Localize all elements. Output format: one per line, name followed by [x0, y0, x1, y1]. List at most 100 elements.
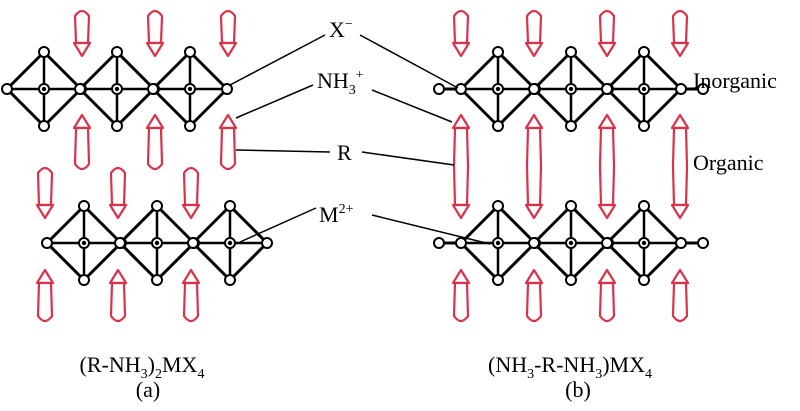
- organic-molecule: [670, 9, 690, 58]
- octahedron: [45, 204, 123, 282]
- halide-atom: [565, 200, 577, 212]
- halide-atom: [697, 83, 709, 95]
- octahedron: [459, 50, 537, 128]
- alkyl-chain: [452, 126, 470, 207]
- halide-atom: [601, 237, 613, 249]
- organic-molecule: [524, 9, 544, 58]
- halide-atom: [114, 237, 126, 249]
- halide-atom: [492, 46, 504, 58]
- ammonium-head: [72, 113, 92, 130]
- ammonium-head: [451, 268, 471, 285]
- alkyl-chain: [146, 126, 164, 171]
- octahedron: [605, 50, 683, 128]
- halide-atom: [151, 200, 163, 212]
- halide-atom: [151, 274, 163, 286]
- metal-atom-core: [41, 86, 47, 92]
- ammonium-head: [524, 268, 544, 285]
- halide-atom: [111, 46, 123, 58]
- halide-atom: [41, 237, 53, 249]
- label-ammonium: NH3+: [317, 68, 364, 98]
- label-r-group: R: [337, 140, 352, 165]
- ammonium-head: [597, 203, 617, 220]
- halide-atom: [565, 120, 577, 132]
- ammonium-head: [35, 268, 55, 285]
- halide-atom: [38, 46, 50, 58]
- halide-atom: [224, 200, 236, 212]
- halide-atom: [492, 120, 504, 132]
- halide-atom: [147, 83, 159, 95]
- formula-b: (NH3-R-NH3)MX4: [488, 352, 652, 382]
- alkyl-chain: [182, 281, 200, 323]
- diammonium-molecule: [670, 113, 690, 220]
- alkyl-chain: [219, 126, 237, 171]
- ammonium-head: [670, 268, 690, 285]
- halide-atom: [638, 200, 650, 212]
- organic-molecule: [597, 9, 617, 58]
- metal-atom-core: [154, 240, 160, 246]
- metal-atom-core: [81, 240, 87, 246]
- ammonium-head: [670, 203, 690, 220]
- halide-atom: [74, 83, 86, 95]
- organic-molecules: [35, 9, 690, 323]
- pointer-line: [361, 151, 455, 166]
- halide-atom: [675, 237, 687, 249]
- halide-atom: [184, 46, 196, 58]
- alkyl-chain: [182, 166, 200, 207]
- organic-molecule: [181, 268, 201, 323]
- organic-molecule: [597, 268, 617, 323]
- pointer-line: [239, 207, 317, 243]
- ammonium-head: [181, 203, 201, 220]
- label-pointer-lines: [229, 34, 491, 245]
- ammonium-head: [181, 268, 201, 285]
- ammonium-head: [35, 203, 55, 220]
- alkyl-chain: [671, 126, 689, 207]
- octahedron: [151, 50, 229, 128]
- tag-b: (b): [565, 377, 591, 402]
- label-organic: Organic: [693, 150, 764, 175]
- metal-atom-core: [495, 86, 501, 92]
- halide-atom: [433, 237, 445, 249]
- organic-molecule: [145, 9, 165, 58]
- halide-atom: [565, 274, 577, 286]
- alkyl-chain: [109, 166, 127, 207]
- organic-molecule: [35, 268, 55, 323]
- halide-atom: [492, 200, 504, 212]
- ammonium-head: [524, 41, 544, 58]
- ammonium-head: [597, 113, 617, 130]
- organic-molecule: [670, 268, 690, 323]
- pointer-line: [235, 84, 314, 119]
- alkyl-chain: [36, 281, 54, 323]
- diammonium-molecule: [524, 113, 544, 220]
- halide-atom: [565, 46, 577, 58]
- halide-atom: [675, 83, 687, 95]
- halide-atom: [528, 83, 540, 95]
- ammonium-head: [670, 113, 690, 130]
- ammonium-head: [451, 41, 471, 58]
- diammonium-molecule: [597, 113, 617, 220]
- organic-molecule: [72, 113, 92, 171]
- organic-molecule: [108, 166, 128, 220]
- alkyl-chain: [73, 9, 91, 45]
- ammonium-head: [218, 113, 238, 130]
- halide-atom: [184, 120, 196, 132]
- halide-atom: [433, 83, 445, 95]
- organic-molecule: [72, 9, 92, 58]
- organic-molecule: [35, 166, 55, 220]
- ammonium-head: [451, 113, 471, 130]
- ammonium-head: [108, 268, 128, 285]
- alkyl-chain: [671, 9, 689, 45]
- octahedron: [118, 204, 196, 282]
- organic-molecule: [108, 268, 128, 323]
- halide-atom: [528, 237, 540, 249]
- alkyl-chain: [73, 126, 91, 171]
- halide-atom: [78, 274, 90, 286]
- metal-atom-core: [568, 86, 574, 92]
- pointer-line: [371, 89, 453, 123]
- alkyl-chain: [598, 281, 616, 323]
- tag-a: (a): [136, 377, 160, 402]
- halide-atom: [638, 46, 650, 58]
- ammonium-head: [451, 203, 471, 220]
- pointer-line: [359, 34, 459, 89]
- halide-atom: [638, 274, 650, 286]
- octahedron: [78, 50, 156, 128]
